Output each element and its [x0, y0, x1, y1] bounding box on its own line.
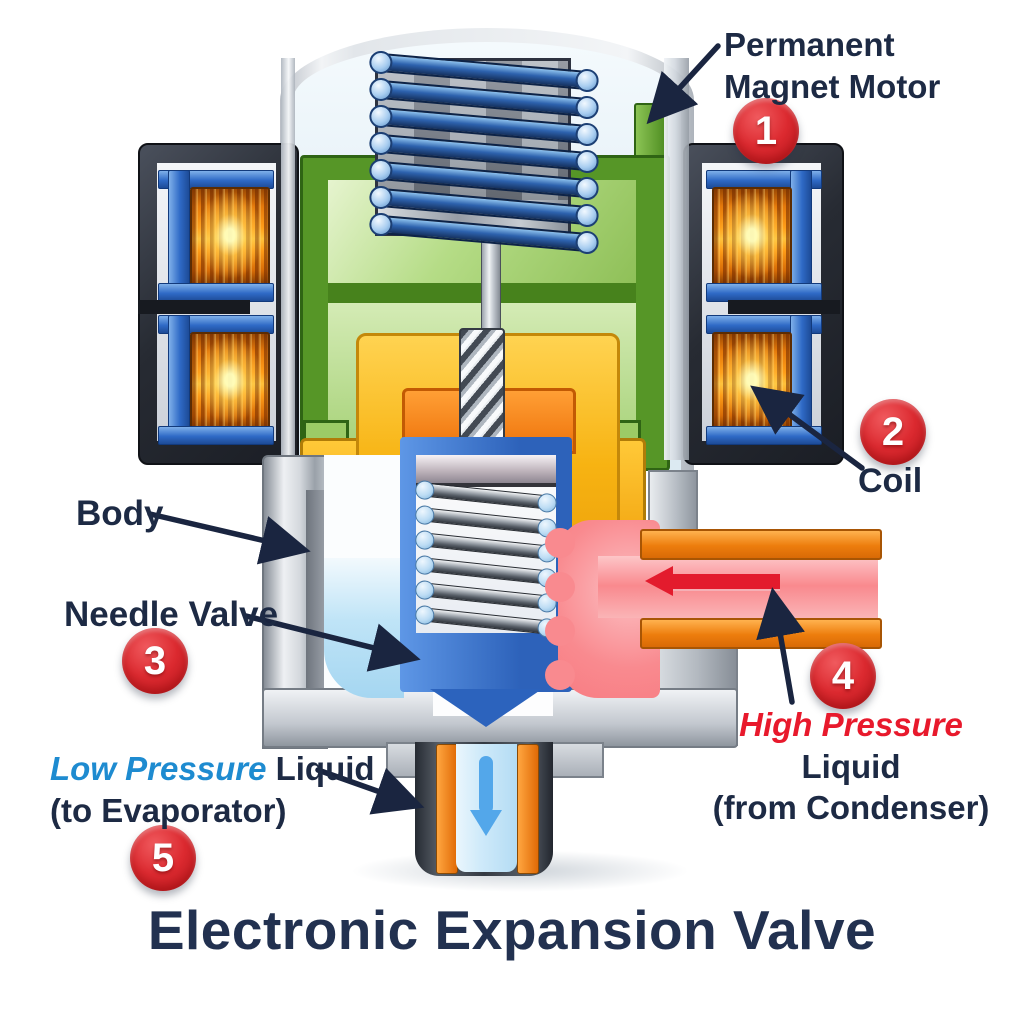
outlet-tube-wall-left	[436, 744, 458, 874]
copper-coil-upper-right	[712, 187, 792, 287]
needle-tip	[430, 689, 542, 727]
label-high-pressure-line2: (from Condenser)	[712, 789, 990, 827]
spring-coil-icon	[418, 607, 554, 635]
label-high-pressure-em: High Pressure	[739, 706, 963, 743]
needle-valve-assembly	[400, 437, 572, 692]
spring-coil-icon	[418, 532, 554, 560]
outlet-tube-wall-right	[517, 744, 539, 874]
label-high-pressure: High Pressure Liquid (from Condenser)	[690, 704, 1012, 829]
copper-coil-lower-left	[190, 332, 270, 432]
badge-2: 2	[860, 399, 926, 465]
spring-coil-icon	[418, 557, 554, 585]
badge-2-number: 2	[881, 409, 905, 454]
label-low-pressure: Low Pressure Liquid (to Evaporator)	[50, 748, 390, 831]
label-low-pressure-em: Low Pressure	[50, 750, 267, 787]
flow-arrow-down-icon	[470, 810, 502, 836]
liquid-bump	[545, 660, 575, 690]
liquid-bump	[545, 572, 575, 602]
inlet-pipe-wall-top	[640, 529, 882, 560]
badge-4: 4	[810, 643, 876, 709]
liquid-bump	[545, 616, 575, 646]
spring-chamber	[416, 455, 556, 635]
coil-frame-bar	[158, 426, 274, 445]
label-low-pressure-line2: (to Evaporator)	[50, 791, 287, 829]
badge-1: 1	[733, 98, 799, 164]
can-wall-left	[281, 58, 295, 460]
can-wall-right	[664, 58, 689, 460]
coil-frame-bar	[168, 170, 190, 300]
badge-1-number: 1	[754, 108, 778, 153]
label-coil: Coil	[858, 462, 923, 500]
spring-coil-icon	[418, 507, 554, 535]
badge-5: 5	[130, 825, 196, 891]
coil-frame-bar	[706, 426, 822, 445]
low-pressure-liquid-pool	[324, 558, 404, 698]
stator-notch	[728, 300, 840, 314]
flow-arrow-left-icon	[645, 566, 780, 596]
flow-arrow-down-icon	[479, 756, 493, 814]
diagram-title: Electronic Expansion Valve	[147, 899, 877, 961]
label-body: Body	[76, 494, 164, 533]
badge-4-number: 4	[831, 653, 855, 698]
label-needle-valve: Needle Valve	[64, 595, 279, 634]
spring-top-plate	[416, 455, 556, 487]
label-permanent-magnet-motor: Permanent Magnet Motor	[724, 26, 941, 105]
label-low-pressure-rest: Liquid	[266, 750, 375, 787]
badge-5-number: 5	[151, 835, 175, 880]
label-high-pressure-rest: Liquid	[801, 747, 901, 785]
valve-body-inner-shade	[306, 490, 326, 698]
copper-coil-upper-left	[190, 187, 270, 287]
badge-3: 3	[122, 628, 188, 694]
coil-frame-bar	[790, 170, 812, 300]
badge-3-number: 3	[143, 638, 167, 683]
liquid-bump	[545, 528, 575, 558]
stator-notch	[138, 300, 250, 314]
spring-coil-icon	[418, 582, 554, 610]
copper-coil-lower-right	[712, 332, 792, 432]
